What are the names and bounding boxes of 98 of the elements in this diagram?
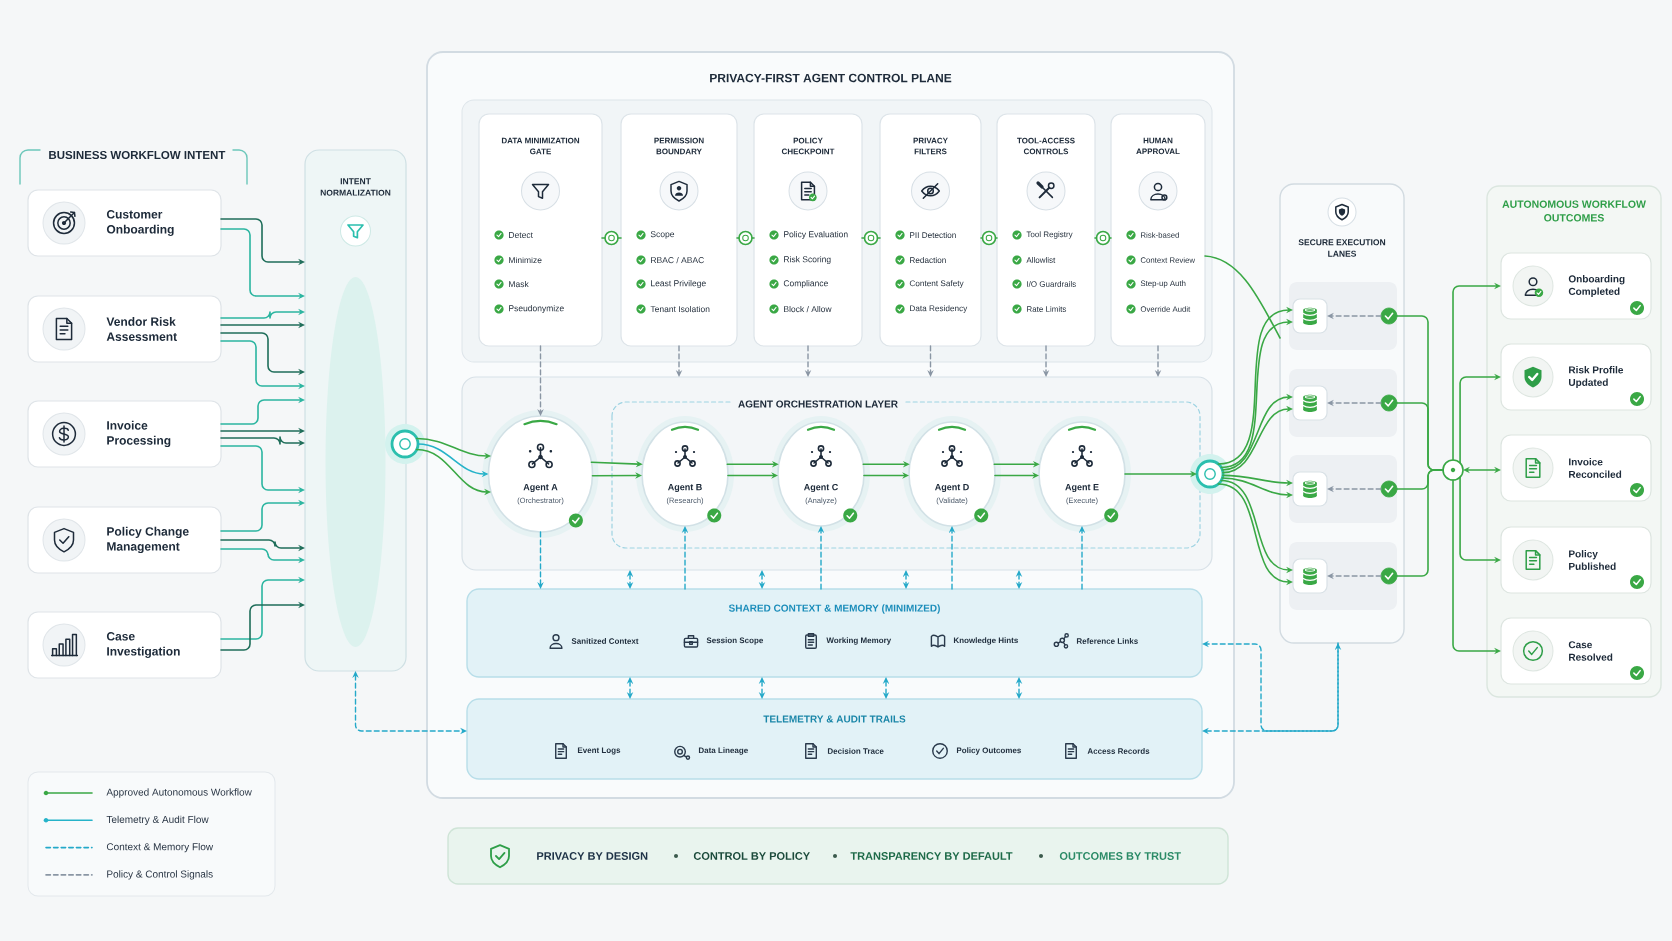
checklist-item: Allowlist bbox=[1026, 257, 1056, 263]
checklist-item: RBAC / ABAC bbox=[651, 256, 704, 264]
item-label: Event Logs bbox=[577, 747, 621, 755]
connector-line bbox=[1108, 237, 1112, 239]
connector-line bbox=[876, 237, 881, 239]
dashed-double-arrow bbox=[626, 677, 634, 699]
dashed-double-arrow bbox=[1015, 570, 1023, 589]
dashed-double-arrow bbox=[758, 677, 766, 699]
connector-line bbox=[1204, 255, 1281, 339]
item-label: Knowledge Hints bbox=[953, 637, 1018, 645]
database-tile bbox=[1292, 298, 1328, 334]
section-heading: BUSINESS WORKFLOW INTENT bbox=[49, 150, 226, 160]
checklist-item: Data Residency bbox=[910, 305, 968, 313]
arrow bbox=[220, 601, 305, 651]
checklist-item: Tenant Isolation bbox=[650, 305, 710, 313]
checklist-item: Policy Evaluation bbox=[784, 231, 848, 239]
card-heading: PERMISSION BOUNDARY bbox=[654, 137, 704, 155]
item-label: Policy Outcomes bbox=[956, 747, 1021, 755]
dashed-double-arrow bbox=[902, 570, 910, 589]
checklist-item: Block / Allow bbox=[784, 305, 832, 313]
checklist-item: Pseudonymize bbox=[509, 305, 564, 313]
legend-text: Context & Memory Flow bbox=[106, 842, 214, 853]
checklist-item: Redaction bbox=[910, 257, 946, 263]
checklist-item: Minimize bbox=[509, 256, 542, 264]
item-label: Working Memory bbox=[826, 637, 892, 645]
arrow bbox=[220, 499, 305, 532]
checklist-item: Rate Limits bbox=[1027, 306, 1067, 312]
checklist-item: Compliance bbox=[783, 280, 828, 288]
banner-text: OUTCOMES BY TRUST bbox=[1059, 852, 1181, 860]
connector-line bbox=[736, 237, 740, 239]
banner-text: TRANSPARENCY BY DEFAULT bbox=[850, 852, 1013, 860]
checklist-item: Scope bbox=[650, 231, 675, 239]
panel-title: AUTONOMOUS WORKFLOW OUTCOMES bbox=[1502, 200, 1646, 222]
database-tile bbox=[1292, 558, 1328, 594]
panel-title: PRIVACY-FIRST AGENT CONTROL PLANE bbox=[710, 73, 952, 83]
card-heading: PRIVACY FILTERS bbox=[913, 137, 948, 155]
arrow bbox=[220, 396, 305, 425]
junction-ring bbox=[1442, 459, 1464, 481]
panel-title: TELEMETRY & AUDIT TRAILS bbox=[763, 715, 906, 723]
legend-text: Approved Autonomous Workflow bbox=[106, 788, 252, 798]
item-label: Access Records bbox=[1087, 748, 1150, 754]
connector-line bbox=[1396, 469, 1444, 577]
arrow bbox=[220, 308, 305, 319]
ring-connector bbox=[1095, 230, 1111, 246]
connector-line bbox=[980, 237, 984, 239]
checklist-item: Least Privilege bbox=[651, 280, 706, 288]
item-label: Sanitized Context bbox=[571, 638, 639, 644]
panel-title: AGENT ORCHESTRATION LAYER bbox=[732, 398, 904, 410]
check-badge bbox=[1380, 307, 1398, 325]
connector-line bbox=[601, 237, 606, 239]
item-label: Session Scope bbox=[706, 637, 764, 645]
hub-ring bbox=[385, 424, 425, 464]
banner-text: CONTROL BY POLICY bbox=[693, 852, 810, 860]
checklist-item: Tool Registry bbox=[1026, 231, 1073, 239]
check-badge bbox=[1380, 394, 1398, 412]
arrow bbox=[220, 576, 305, 640]
check-badge bbox=[1380, 480, 1398, 498]
item-label: Reference Links bbox=[1076, 638, 1138, 644]
card-heading: POLICY CHECKPOINT bbox=[781, 137, 835, 155]
arrow bbox=[1222, 405, 1293, 474]
connector-line bbox=[617, 237, 622, 239]
checklist-item: Risk Scoring bbox=[784, 256, 831, 264]
ring-connector bbox=[604, 230, 619, 246]
connector-line bbox=[994, 237, 998, 239]
dashed-double-arrow bbox=[1015, 677, 1023, 699]
arrow bbox=[1452, 282, 1501, 461]
arrow bbox=[1221, 393, 1293, 471]
panel-title: SHARED CONTEXT & MEMORY (MINIMIZED) bbox=[728, 604, 940, 614]
card-heading: TOOL-ACCESS CONTROLS bbox=[1017, 137, 1075, 155]
item-label: Decision Trace bbox=[827, 748, 884, 754]
checklist-item: I/O Guardrails bbox=[1027, 281, 1076, 287]
panel-title: INTENT NORMALIZATION bbox=[320, 178, 391, 196]
banner-text: PRIVACY BY DESIGN bbox=[537, 852, 648, 860]
checklist-item: Mask bbox=[509, 280, 529, 288]
legend-text: Policy & Control Signals bbox=[107, 870, 213, 880]
ring-connector bbox=[738, 230, 753, 246]
panel-title: SECURE EXECUTION LANES bbox=[1298, 239, 1386, 257]
item-label: Data Lineage bbox=[698, 747, 748, 755]
connector-line bbox=[751, 237, 755, 239]
dashed-double-arrow bbox=[882, 677, 890, 699]
database-tile bbox=[1292, 471, 1328, 507]
hub-ring bbox=[1190, 454, 1230, 494]
check-badge bbox=[1380, 567, 1398, 585]
connector-line bbox=[861, 237, 866, 239]
ring-connector bbox=[981, 230, 997, 246]
checklist-item: PII Detection bbox=[910, 232, 956, 238]
ring-connector bbox=[863, 230, 879, 246]
arrow bbox=[1459, 373, 1501, 464]
card-heading: HUMAN APPROVAL bbox=[1136, 137, 1180, 155]
dashed-double-arrow bbox=[758, 570, 766, 589]
checklist-item: Detect bbox=[509, 232, 533, 238]
dashed-double-arrow bbox=[626, 570, 634, 589]
double-arrow bbox=[1463, 466, 1501, 474]
database-tile bbox=[1292, 385, 1328, 421]
checklist-item: Content Safety bbox=[909, 280, 964, 288]
legend-text: Telemetry & Audit Flow bbox=[106, 815, 209, 825]
card-heading: DATA MINIMIZATION GATE bbox=[501, 137, 580, 155]
connector-line bbox=[1094, 237, 1098, 239]
